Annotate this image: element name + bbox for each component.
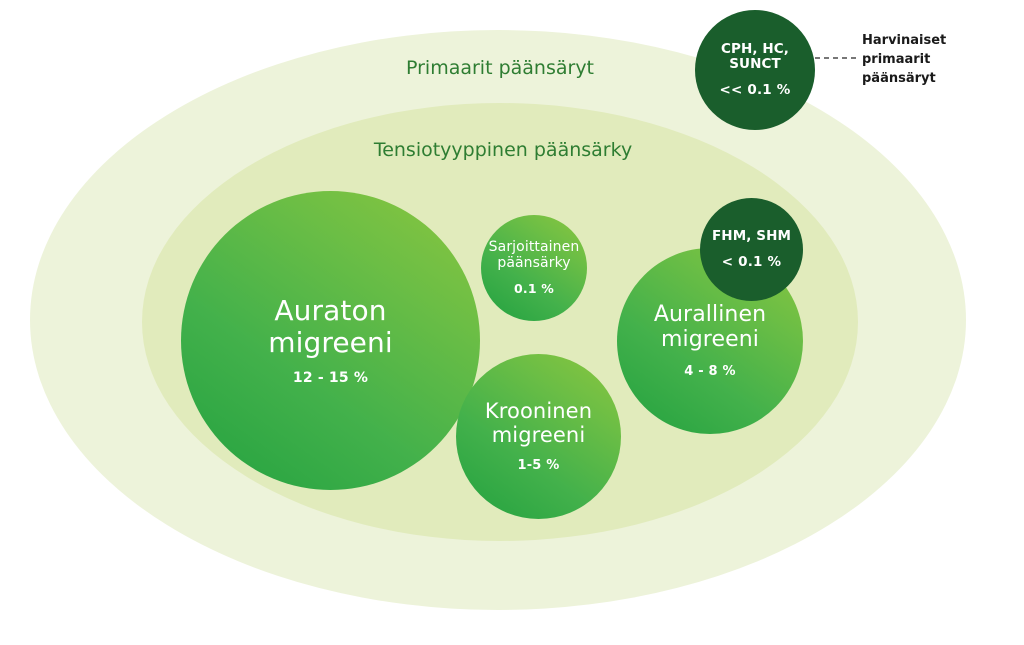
bubble-value: 4 - 8 % [684,363,736,379]
bubble-value: 1-5 % [517,458,560,474]
bubble-label: CPH, HC, SUNCT [720,40,790,72]
inner-ellipse-label: Tensiotyyppinen päänsärky [373,139,633,161]
bubble-label: FHM, SHM [711,228,792,245]
annotation-rare-primary-headaches: Harvinaiset primaarit päänsäryt [862,32,1012,89]
annotation-line-1: Harvinaiset [862,33,947,48]
annotation-line-3: päänsäryt [862,70,936,86]
bubble-value: 12 - 15 % [292,369,369,386]
bubble-value: < 0.1 % [721,253,782,270]
outer-ellipse-label: Primaarit päänsäryt [405,57,595,79]
bubble-value: 0.1 % [513,280,555,296]
bubble-value: << 0.1 % [719,82,791,99]
bubble-cph-hc-sunct[interactable]: CPH, HC, SUNCT << 0.1 % [695,10,815,130]
bubble-fhm-shm[interactable]: FHM, SHM < 0.1 % [700,198,803,301]
annotation-line-2: primaarit [862,51,931,67]
